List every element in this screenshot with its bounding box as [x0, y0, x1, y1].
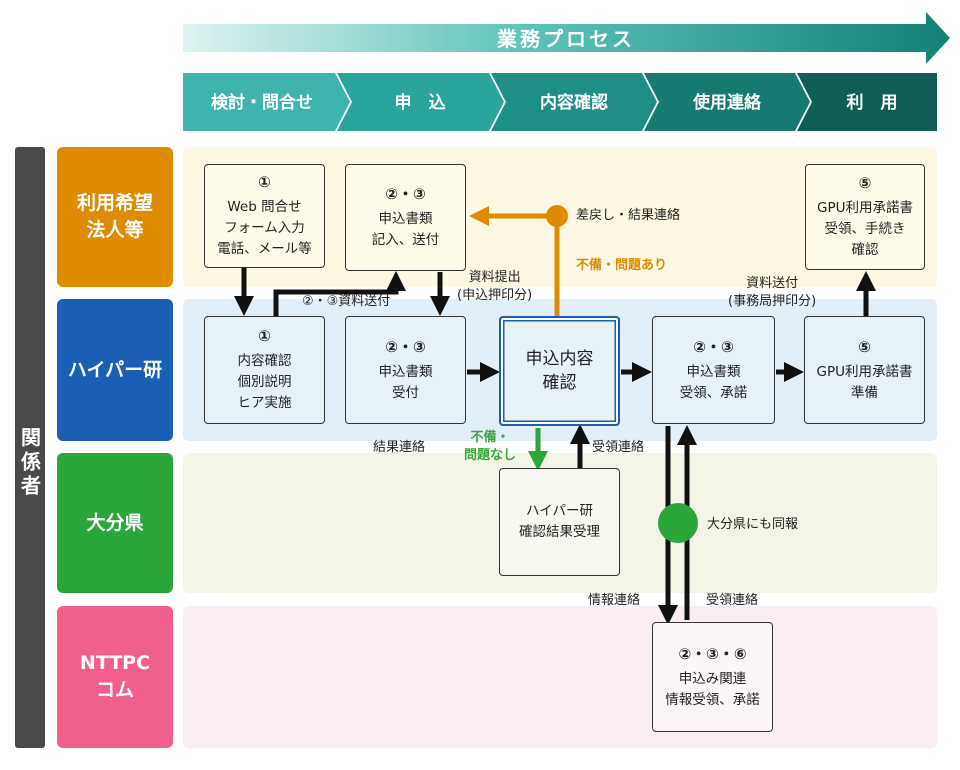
- node-num: ②・③・⑥: [678, 644, 747, 663]
- node-h5: ⑤ GPU利用承諾書 準備: [804, 316, 925, 424]
- label-oita-notify: 大分県にも同報: [707, 517, 799, 532]
- lane-label-applicant: 利用希望法人等: [57, 147, 173, 287]
- stage-chevron-2: [337, 73, 504, 131]
- node-num: ⑤: [858, 174, 872, 192]
- label-receipt-notify: 受領連絡: [592, 440, 645, 455]
- node-line: 確認結果受理: [519, 524, 600, 540]
- orange-return-dot: [546, 205, 568, 227]
- lane-label-line: 利用希望: [76, 192, 153, 214]
- node-line: フォーム入力: [224, 220, 305, 236]
- node-hcheck: 申込内容 確認: [499, 316, 620, 426]
- node-line: 確認: [851, 242, 879, 258]
- arrow-h1-a23: [273, 271, 406, 316]
- node-n236: ②・③・⑥ 申込み関連 情報受領、承諾: [652, 622, 773, 732]
- node-line: ヒア実施: [237, 395, 292, 411]
- label-line: (申込押印分): [457, 288, 533, 303]
- node-line: 電話、メール等: [217, 241, 312, 257]
- node-line: 受領、承諾: [679, 384, 748, 401]
- node-num: ①: [258, 173, 271, 191]
- stage-label-1: 検討・問合せ: [211, 92, 313, 113]
- label-problem: 不備・問題あり: [576, 258, 668, 273]
- header-graphic: 業務プロセス 検討・問合せ 申 込 内容確認 使用連絡 利 用: [183, 12, 950, 131]
- node-h1: ① 内容確認 個別説明 ヒア実施: [204, 316, 325, 424]
- node-num: ⑤: [858, 337, 871, 356]
- stage-label-2: 申 込: [395, 92, 446, 113]
- node-o1: ハイパー研 確認結果受理: [499, 468, 620, 576]
- node-line: 準備: [851, 384, 878, 401]
- node-a1: ① Web 問合せ フォーム入力 電話、メール等: [204, 164, 325, 268]
- node-line: ハイパー研: [526, 503, 593, 519]
- node-line: 確認: [542, 373, 577, 393]
- oita-broadcast-dot: [658, 503, 698, 543]
- label-line: (事務局押印分): [728, 294, 817, 309]
- label-return-notify: 差戻し・結果連絡: [576, 208, 681, 223]
- label-line: 資料提出: [468, 270, 521, 285]
- label-line: 資料送付: [746, 276, 799, 291]
- node-line: 申込内容: [525, 349, 594, 369]
- node-line: 個別説明: [237, 374, 292, 390]
- node-line: GPU利用承諾書: [816, 363, 913, 380]
- node-line: 情報受領、承諾: [665, 691, 760, 708]
- node-num: ②・③: [385, 185, 426, 203]
- label-line: 問題なし: [464, 448, 517, 463]
- node-line: 申込み関連: [678, 670, 747, 687]
- label-receipt-notify-2: 受領連絡: [706, 593, 759, 608]
- lane-label-line: NTTPC: [79, 652, 151, 674]
- lane-label-nttpc: NTTPC コム: [57, 606, 173, 748]
- lane-label-hyper: ハイパー研: [57, 299, 173, 441]
- stage-chevron-5: [797, 73, 937, 131]
- node-num: ②・③: [385, 337, 426, 356]
- node-h23b: ②・③ 申込書類 受領、承諾: [652, 316, 775, 424]
- node-a23: ②・③ 申込書類 記入、送付: [345, 164, 466, 271]
- node-num: ①: [258, 327, 271, 345]
- lane-bg-nttpc: [183, 606, 937, 748]
- side-label: 関係者: [17, 427, 42, 499]
- node-line: GPU利用承諾書: [817, 200, 913, 216]
- label-result-notify: 結果連絡: [373, 440, 426, 455]
- stage-chevron-4: [644, 73, 810, 131]
- node-line: 申込書類: [378, 211, 433, 227]
- node-line: Web 問合せ: [227, 199, 302, 215]
- lane-label-line: 法人等: [86, 219, 144, 241]
- node-h23a: ②・③ 申込書類 受付: [345, 316, 466, 424]
- stage-label-5: 利 用: [847, 92, 898, 113]
- label-submit-docs: 資料提出 (申込押印分): [457, 269, 532, 305]
- lane-label-line: コム: [95, 679, 134, 701]
- process-arrow: [183, 12, 950, 64]
- stage-label-4: 使用連絡: [692, 92, 762, 113]
- label-send-docs: ②・③資料送付: [302, 294, 391, 309]
- stage-label-3: 内容確認: [540, 92, 608, 113]
- label-info-notify: 情報連絡: [588, 593, 641, 608]
- node-line: 内容確認: [237, 353, 292, 369]
- node-num: ②・③: [693, 337, 734, 356]
- process-title: 業務プロセス: [497, 27, 635, 51]
- label-no-problem: 不備・ 問題なし: [464, 429, 516, 465]
- stage-chevron-1: [183, 73, 350, 131]
- label-line: 不備・: [470, 430, 510, 445]
- node-line: 記入、送付: [371, 232, 440, 248]
- node-a5: ⑤ GPU利用承諾書 受領、手続き 確認: [805, 164, 925, 270]
- side-bar: 関係者: [15, 147, 45, 748]
- node-line: 申込書類: [378, 363, 433, 380]
- node-line: 受付: [392, 384, 419, 401]
- node-line: 受領、手続き: [824, 221, 906, 237]
- stage-chevron-3: [491, 73, 657, 131]
- node-line: 申込書類: [686, 363, 741, 380]
- lane-label-oita: 大分県: [57, 453, 173, 593]
- lane-label-line: ハイパー研: [67, 358, 163, 381]
- lane-label-line: 大分県: [86, 511, 144, 534]
- label-doc-send-stamp: 資料送付 (事務局押印分): [728, 275, 816, 311]
